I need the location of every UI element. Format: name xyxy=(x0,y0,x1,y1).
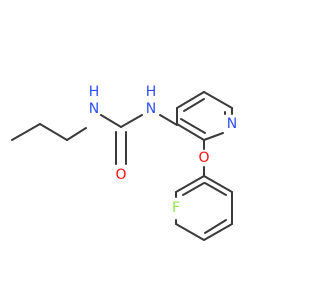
bond-line xyxy=(180,118,206,134)
bond-line xyxy=(159,114,178,126)
urea-left-hydrogen-label: H xyxy=(89,84,100,100)
bond-line xyxy=(183,98,205,112)
bond-line xyxy=(203,132,224,141)
fluorine-label: F xyxy=(172,200,180,216)
bond-line xyxy=(175,175,205,193)
bond-line xyxy=(203,175,233,193)
urea-left-nitrogen-label: N xyxy=(89,101,99,117)
bond-line xyxy=(39,123,68,141)
molecule-canvas: H N O H N N O F xyxy=(11,84,238,241)
ether-oxygen-label: O xyxy=(198,150,209,166)
bond-line xyxy=(182,182,205,196)
bond-line xyxy=(203,91,233,109)
bond-line xyxy=(175,223,205,241)
bond-line xyxy=(120,114,143,128)
bond-line xyxy=(176,91,205,109)
bond-line xyxy=(100,114,122,128)
bond-layer xyxy=(11,91,233,241)
urea-oxygen-label: O xyxy=(115,167,126,183)
bond-line xyxy=(204,219,227,234)
molecule-structure: H N O H N N O F xyxy=(11,84,237,241)
bond-line xyxy=(203,223,233,241)
bond-line xyxy=(204,182,227,196)
bond-line xyxy=(176,123,205,141)
urea-right-hydrogen-label: H xyxy=(146,84,157,100)
urea-right-nitrogen-label: N xyxy=(146,101,156,117)
bond-line xyxy=(11,123,41,141)
bond-line xyxy=(66,127,87,141)
pyridine-nitrogen-label: N xyxy=(227,116,237,132)
